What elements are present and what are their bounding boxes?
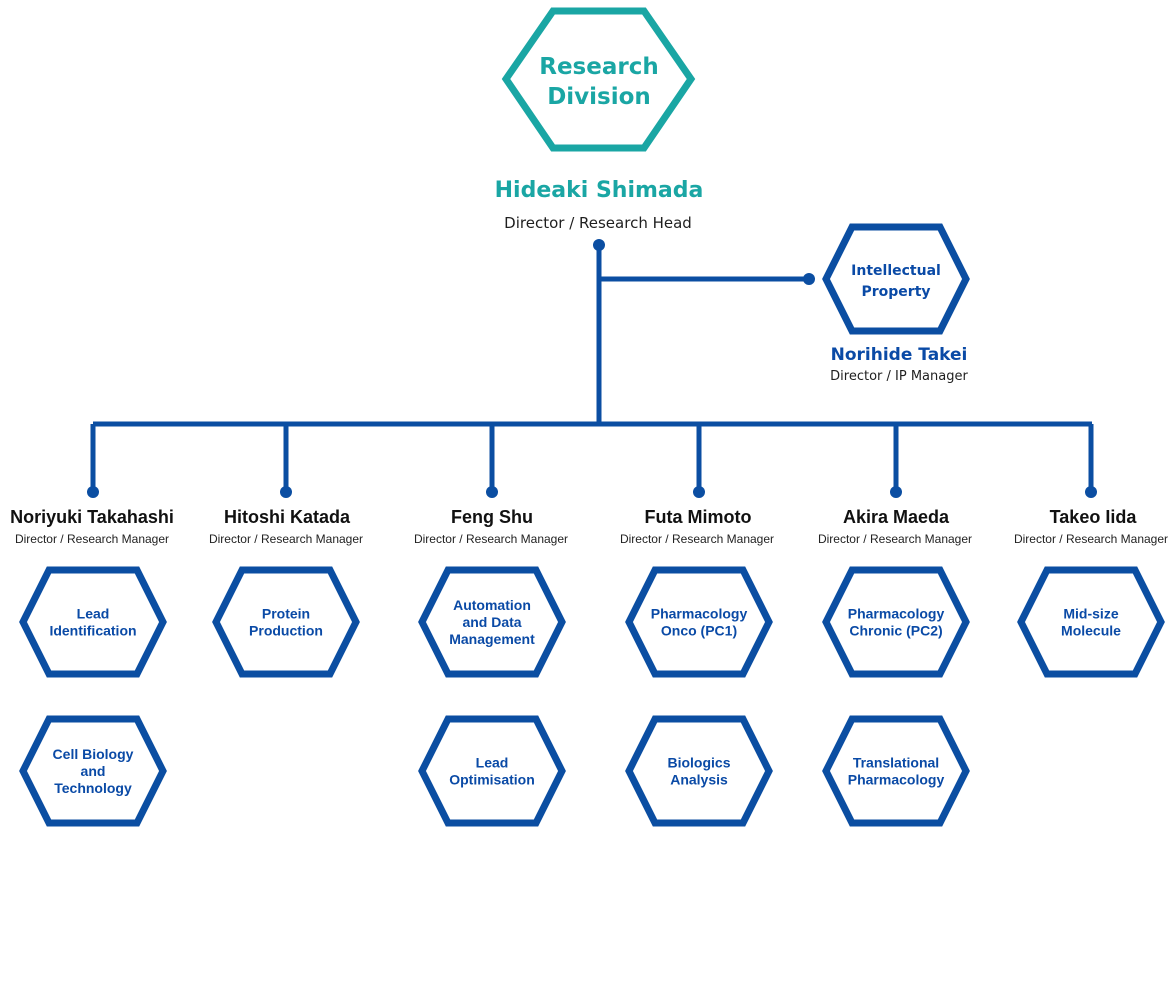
unit-hexagon <box>418 715 566 827</box>
manager-role: Director / Research Manager <box>209 532 363 546</box>
unit-label-line: Identification <box>49 623 136 639</box>
unit-label-line: Onco (PC1) <box>661 623 737 639</box>
manager-connector-dot <box>486 486 498 498</box>
intellectual-property-node: Intellectual Property <box>822 223 970 335</box>
unit-label-line: Optimisation <box>449 772 535 788</box>
head-connector-dot <box>593 239 605 251</box>
intellectual-property-hexagon <box>822 223 970 335</box>
manager-name: Noriyuki Takahashi <box>10 507 174 527</box>
manager-name: Takeo Iida <box>1050 507 1138 527</box>
unit-label-line: Production <box>249 623 323 639</box>
ip-manager-role: Director / IP Manager <box>830 369 968 384</box>
manager-name: Feng Shu <box>451 507 533 527</box>
manager-role: Director / Research Manager <box>1014 532 1168 546</box>
unit-hexagon <box>822 566 970 678</box>
ip-manager-name: Norihide Takei <box>831 345 968 365</box>
connectors <box>93 245 1092 427</box>
unit-label-line: Molecule <box>1061 623 1121 639</box>
unit-label-line: Lead <box>476 755 509 771</box>
unit-label-line: Cell Biology <box>53 746 134 762</box>
manager-name: Akira Maeda <box>843 507 950 527</box>
manager-role: Director / Research Manager <box>414 532 568 546</box>
unit-hexagon <box>625 715 773 827</box>
head-role: Director / Research Head <box>504 214 692 232</box>
research-division-label-line-1: Research <box>539 54 658 80</box>
unit-label-line: Pharmacology <box>848 606 945 622</box>
manager-role: Director / Research Manager <box>620 532 774 546</box>
unit-label-line: Lead <box>77 606 110 622</box>
manager-connector-dot <box>280 486 292 498</box>
unit-label-line: Analysis <box>670 772 728 788</box>
unit-label-line: Management <box>449 631 535 647</box>
manager-name: Futa Mimoto <box>645 507 752 527</box>
unit-label-line: Biologics <box>667 755 730 771</box>
unit-hexagon <box>1017 566 1165 678</box>
manager-connector-dot <box>87 486 99 498</box>
unit-hexagon <box>822 715 970 827</box>
unit-label-line: Mid-size <box>1063 606 1118 622</box>
head-name: Hideaki Shimada <box>495 178 704 203</box>
unit-label-line: Chronic (PC2) <box>849 623 942 639</box>
intellectual-property-label-line-1: Intellectual <box>851 263 941 279</box>
manager-role: Director / Research Manager <box>818 532 972 546</box>
unit-label-line: Automation <box>453 597 531 613</box>
research-division-hexagon <box>501 7 696 152</box>
unit-hexagon <box>418 566 566 678</box>
unit-label-line: and Data <box>462 614 521 630</box>
ip-connector-dot <box>803 273 815 285</box>
unit-label-line: Pharmacology <box>651 606 748 622</box>
unit-hexagon <box>19 715 167 827</box>
unit-label-line: Translational <box>853 755 939 771</box>
manager-connector-dot <box>1085 486 1097 498</box>
unit-label-line: Protein <box>262 606 310 622</box>
unit-hexagon <box>19 566 167 678</box>
unit-hexagon <box>212 566 360 678</box>
unit-label-line: Pharmacology <box>848 772 945 788</box>
research-division-node: Research Division <box>501 7 696 152</box>
manager-name: Hitoshi Katada <box>224 507 351 527</box>
unit-label-line: and <box>81 763 106 779</box>
manager-connector-dot <box>693 486 705 498</box>
manager-role: Director / Research Manager <box>15 532 169 546</box>
unit-hexagon <box>625 566 773 678</box>
research-division-label-line-2: Division <box>547 84 651 110</box>
intellectual-property-label-line-2: Property <box>861 284 930 300</box>
manager-connector-dot <box>890 486 902 498</box>
unit-label-line: Technology <box>54 780 132 796</box>
